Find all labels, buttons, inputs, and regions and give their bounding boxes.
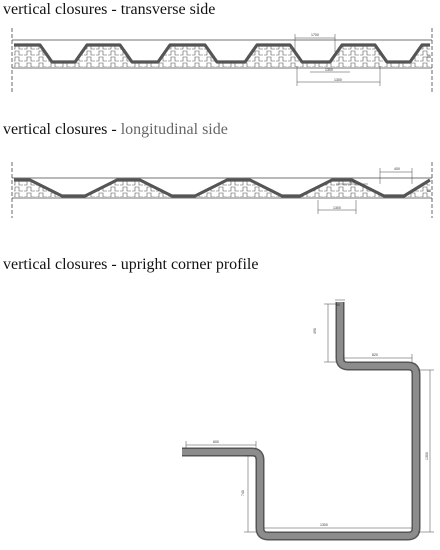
transverse-dim-right: 88 (427, 55, 431, 59)
longitudinal-profile (14, 178, 431, 198)
corner-dim-right-height: 1300 (425, 452, 429, 460)
longitudinal-dim-bottom: 1300 (333, 206, 341, 210)
corner-profile-body (182, 302, 419, 539)
corner-dim-left-height: 740 (241, 490, 245, 496)
longitudinal-dim-right: 88 (427, 189, 431, 193)
corner-dimensions (185, 299, 434, 533)
corner-dim-top-flange: 80 (336, 303, 340, 307)
corner-dim-left-flange: 600 (213, 440, 219, 444)
title-transverse: vertical closures - transverse side (3, 0, 215, 20)
title-longitudinal-prefix: vertical closures - (3, 121, 121, 138)
corner-profile-diagram: 80 490 820 1300 600 740 1300 (182, 299, 434, 541)
transverse-dimensions (294, 34, 381, 86)
longitudinal-frame-lines (11, 162, 433, 218)
longitudinal-diagram: 400 300 1300 88 (11, 162, 433, 218)
transverse-diagram: 1700 1300 1300 88 (11, 28, 433, 92)
title-transverse-prefix: vertical closures - (3, 1, 121, 18)
title-corner-suffix: upright corner profile (120, 256, 259, 273)
transverse-fill (14, 45, 430, 67)
transverse-profile (14, 43, 430, 64)
title-transverse-suffix: transverse side (120, 1, 216, 18)
corner-dim-bottom-run: 1300 (320, 523, 328, 527)
transverse-frame-lines (11, 28, 433, 92)
title-longitudinal: vertical closures - longitudinal side (3, 120, 228, 140)
corner-profile-outline (182, 302, 421, 541)
title-longitudinal-suffix: longitudinal side (120, 121, 228, 138)
transverse-dim-mid: 1300 (325, 68, 333, 72)
title-corner-prefix: vertical closures - (3, 256, 121, 273)
corner-dim-top-left: 490 (313, 328, 317, 334)
longitudinal-dim-mid: 300 (349, 180, 355, 184)
title-corner-profile: vertical closures - upright corner profi… (3, 255, 258, 275)
transverse-dim-bottom: 1300 (334, 78, 342, 82)
transverse-dim-top: 1700 (311, 33, 319, 37)
corner-dim-top-run: 820 (372, 353, 378, 357)
longitudinal-dim-top: 400 (394, 167, 400, 171)
longitudinal-dimensions (317, 168, 413, 214)
